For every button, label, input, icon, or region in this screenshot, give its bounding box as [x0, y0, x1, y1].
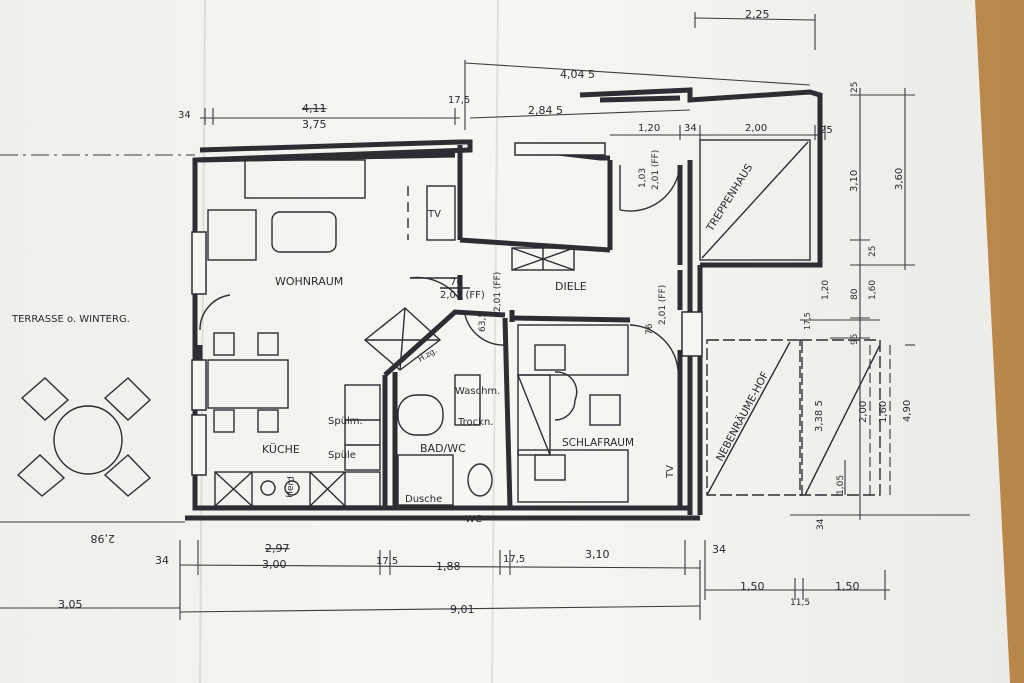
dim-top-2-00: 2,00 [745, 123, 767, 134]
dim-bottom-2-98: 2,98 [91, 532, 116, 545]
door-label-d2: 63,5 [478, 312, 488, 332]
dim-top-2-845: 2,84 5 [528, 104, 563, 117]
door-label-d3: 1,03 [638, 168, 648, 188]
fixture-labels: TV TV Spülm. Spüle Herd Waschm. Trockn. … [285, 209, 676, 525]
dim-right-25: 25 [868, 246, 878, 257]
door-label-d4b: 2,01 (FF) [658, 285, 668, 325]
fixture-wc: WC [465, 514, 482, 525]
room-label-diele: DIELE [555, 280, 587, 293]
dimension-labels: 2,25 4,04 5 34 4,11 3,75 17,5 2,84 5 1,2… [58, 8, 913, 616]
paper-fold [491, 0, 499, 683]
dim-top-3-75: 3,75 [302, 118, 327, 131]
dim-right-4-90: 4,90 [902, 400, 913, 422]
fixture-trockn: Trockn. [457, 417, 493, 428]
paper-fold [199, 0, 206, 683]
door-label-d1b: 2,01 (FF) [440, 290, 485, 301]
furniture [16, 141, 881, 507]
door-label-d3b: 2,01 (FF) [651, 150, 661, 190]
dim-bottom-2-97: 2,97 [265, 542, 290, 555]
dim-bottom-9-01: 9,01 [450, 603, 475, 616]
door-label-d2b: 2,01 (FF) [493, 272, 503, 312]
dim-bottom-3-05: 3,05 [58, 598, 83, 611]
room-label-terrasse: TERRASSE o. WINTERG. [11, 314, 130, 325]
door-labels: 76 2,01 (FF) 63,5 2,01 (FF) 1,03 2,01 (F… [440, 150, 668, 335]
dim-right-2-00: 2,00 [858, 401, 869, 423]
dim-right-1-60b: 1,60 [878, 401, 889, 423]
dim-top-1-20: 1,20 [638, 123, 660, 134]
room-label-schlafraum: SCHLAFRAUM [562, 437, 634, 449]
door-swings [199, 164, 681, 421]
fixture-herd: Herd [285, 476, 297, 498]
dim-bottom-3-00: 3,00 [262, 558, 287, 571]
room-label-bad-wc: BAD/WC [420, 442, 466, 455]
dim-top-4-045: 4,04 5 [560, 68, 595, 81]
bottom-dimensions [0, 521, 890, 620]
dim-top-25a: 25 [820, 125, 833, 136]
dim-right-3-385: 3,38 5 [814, 400, 825, 432]
dim-right-95: 95 [850, 334, 860, 345]
right-dimensions [790, 88, 970, 520]
dim-right-3-60: 3,60 [894, 168, 905, 190]
fixture-dusche: Dusche [405, 494, 442, 505]
door-label-d4: 76 [645, 323, 655, 335]
dim-top-25b: 25 [850, 82, 860, 93]
fixture-waschm: Waschm. [455, 386, 500, 397]
room-label-wohnraum: WOHNRAUM [275, 275, 343, 288]
dim-bottom-11-5: 11,5 [790, 598, 810, 608]
dim-bottom-1-50a: 1,50 [740, 580, 765, 593]
windows [191, 142, 703, 476]
dim-bottom-3-10: 3,10 [585, 548, 610, 561]
dim-right-80: 80 [850, 288, 860, 300]
fixture-spuelm: Spülm. [328, 416, 363, 427]
dim-bottom-17-5a: 17,5 [376, 556, 398, 567]
dim-bottom-17-5b: 17,5 [503, 554, 525, 565]
fixture-tv-left: TV [427, 209, 441, 220]
fixture-tv-right: TV [665, 465, 676, 479]
dim-bottom-34-right: 34 [712, 543, 726, 556]
dim-top-4-11: 4,11 [302, 102, 327, 115]
dim-bottom-34-left: 34 [155, 554, 169, 567]
room-label-kueche: KÜCHE [262, 443, 300, 456]
dim-top-34b: 34 [684, 123, 697, 134]
dim-right-17-5: 17,5 [803, 312, 812, 330]
top-dimensions [0, 12, 826, 156]
fixture-spuele: Spüle [328, 450, 356, 461]
dim-bottom-34-mid: 34 [816, 518, 826, 530]
dim-right-1-60: 1,60 [868, 280, 878, 300]
dim-bottom-1-50b: 1,50 [835, 580, 860, 593]
dim-bottom-1-88: 1,88 [436, 560, 461, 573]
dim-top-34: 34 [178, 110, 191, 121]
dim-top-17-5: 17,5 [448, 95, 470, 106]
dim-right-1-05: 1,05 [836, 475, 846, 495]
dim-right-1-20: 1,20 [821, 280, 831, 300]
door-label-d1: 76 [450, 277, 463, 288]
dim-right-3-10: 3,10 [849, 170, 860, 192]
dim-top-2-25: 2,25 [745, 8, 770, 21]
